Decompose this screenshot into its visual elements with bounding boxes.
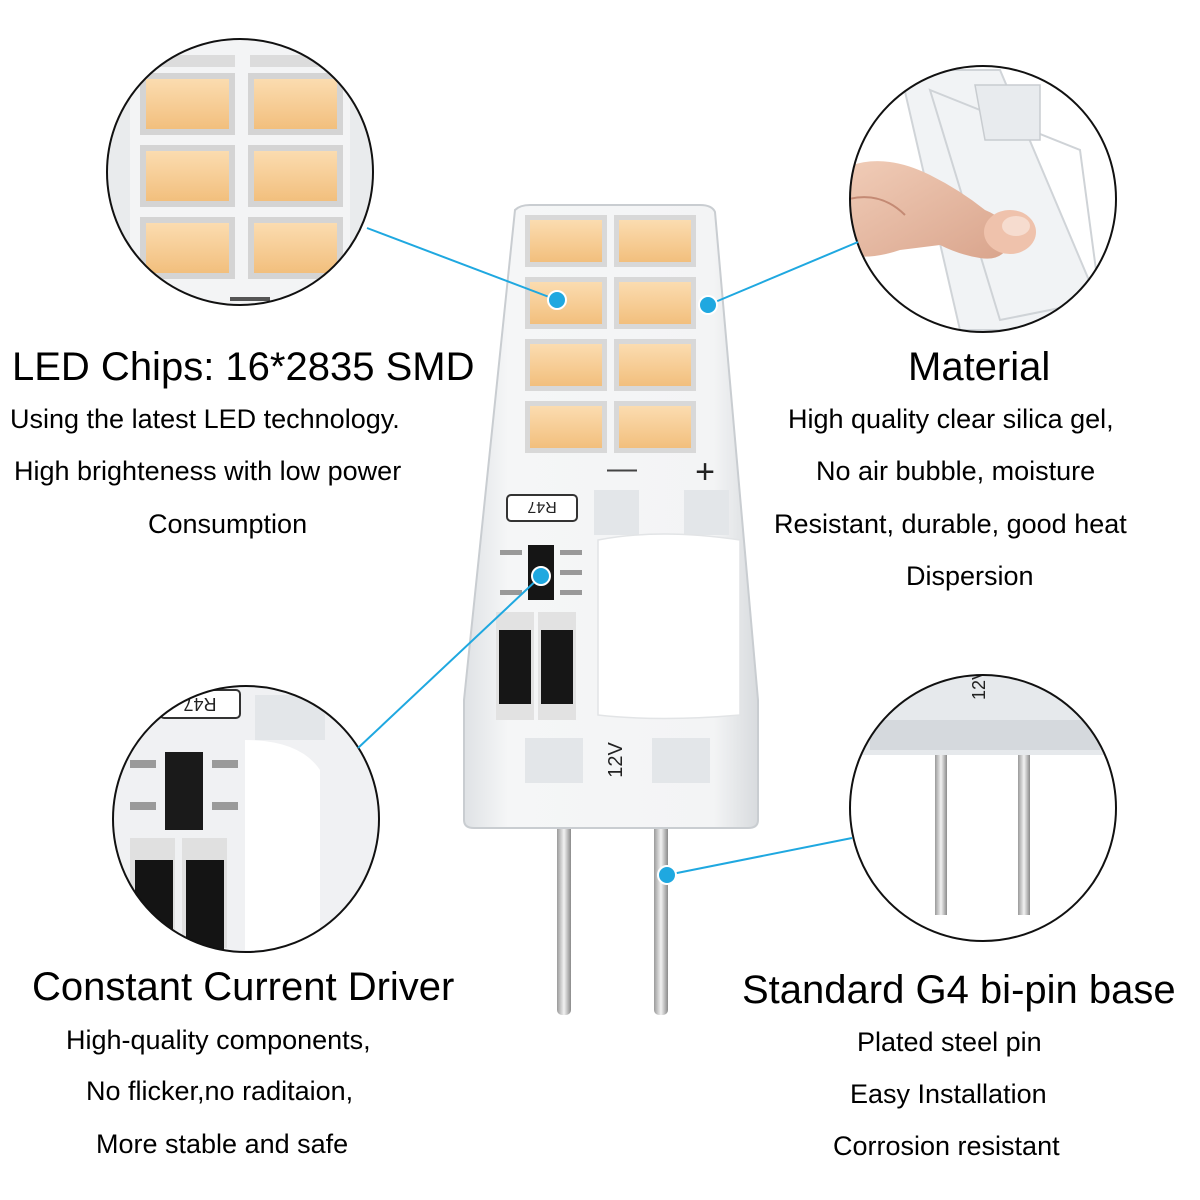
- callouts: [357, 227, 859, 885]
- plus-marking: +: [695, 453, 715, 491]
- callout-dot-base: [657, 865, 677, 885]
- led-chips-line-2: High brighteness with low power: [14, 456, 402, 486]
- base-title: Standard G4 bi-pin base: [742, 968, 1176, 1012]
- callout-dot-material: [698, 295, 718, 315]
- material-line-3: Resistant, durable, good heat: [774, 509, 1127, 539]
- led-chips-title: LED Chips: 16*2835 SMD: [12, 345, 475, 389]
- driver-title: Constant Current Driver: [32, 965, 455, 1009]
- resistor-label: R47: [527, 498, 556, 515]
- material-zoom-circle: [849, 65, 1117, 333]
- voltage-label: 12V: [605, 742, 627, 778]
- pin-left: [557, 800, 571, 1015]
- resistor-label-zoom: R47: [183, 694, 216, 714]
- callout-dot-driver: [531, 566, 551, 586]
- base-line-3: Corrosion resistant: [833, 1131, 1060, 1161]
- driver-zoom-circle: R47: [112, 685, 380, 953]
- material-line-2: No air bubble, moisture: [816, 456, 1096, 486]
- callout-line-base: [666, 837, 853, 876]
- callout-line-led: [366, 227, 558, 301]
- g4-bulb: — + R47 12V: [463, 204, 759, 1015]
- minus-marking: —: [607, 452, 637, 485]
- base-line-2: Easy Installation: [850, 1079, 1047, 1109]
- material-line-1: High quality clear silica gel,: [788, 404, 1114, 434]
- voltage-label-zoom: 12V: [969, 668, 989, 700]
- pin-right: [654, 800, 668, 1015]
- driver-line-2: No flicker,no raditaion,: [86, 1076, 354, 1106]
- callout-line-material: [707, 241, 859, 306]
- callout-dot-led: [547, 290, 567, 310]
- base-zoom-circle: 12V: [849, 668, 1117, 942]
- callout-line-driver: [357, 575, 542, 749]
- led-chips-line-1: Using the latest LED technology.: [10, 404, 400, 434]
- material-title: Material: [908, 345, 1051, 389]
- led-chip-grid: [525, 215, 696, 453]
- driver-line-1: High-quality components,: [66, 1025, 371, 1055]
- base-line-1: Plated steel pin: [857, 1027, 1042, 1057]
- led-chips-line-3: Consumption: [148, 509, 308, 539]
- driver-line-3: More stable and safe: [96, 1129, 349, 1159]
- led-zoom-circle: [106, 38, 374, 306]
- material-line-4: Dispersion: [906, 561, 1034, 591]
- resistor: [506, 494, 578, 522]
